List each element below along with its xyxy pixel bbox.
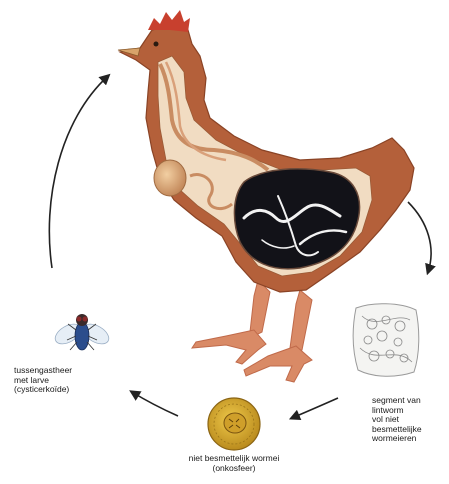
label-egg: niet besmettelijk wormei (onkosfeer) bbox=[170, 454, 298, 473]
arrow-fly-to-chicken bbox=[49, 76, 108, 268]
worm-egg-icon bbox=[208, 398, 260, 450]
arrow-chicken-to-segment bbox=[408, 202, 431, 272]
arrow-segment-to-egg bbox=[292, 398, 338, 418]
label-line: wormeieren bbox=[372, 434, 422, 444]
chicken-eye bbox=[154, 42, 159, 47]
fly-icon bbox=[52, 314, 112, 350]
arrow-egg-to-fly bbox=[132, 392, 178, 416]
tapeworm-segment-icon bbox=[353, 304, 419, 377]
gizzard bbox=[154, 160, 186, 196]
label-line: (onkosfeer) bbox=[170, 464, 298, 474]
label-segment: segment van lintworm vol niet besmetteli… bbox=[372, 396, 422, 444]
label-intermediate-host: tussengastheer met larve (cysticerkoïde) bbox=[14, 366, 72, 395]
chicken-legs bbox=[192, 280, 312, 382]
label-line: (cysticerkoïde) bbox=[14, 385, 72, 395]
chicken-comb bbox=[148, 10, 190, 32]
